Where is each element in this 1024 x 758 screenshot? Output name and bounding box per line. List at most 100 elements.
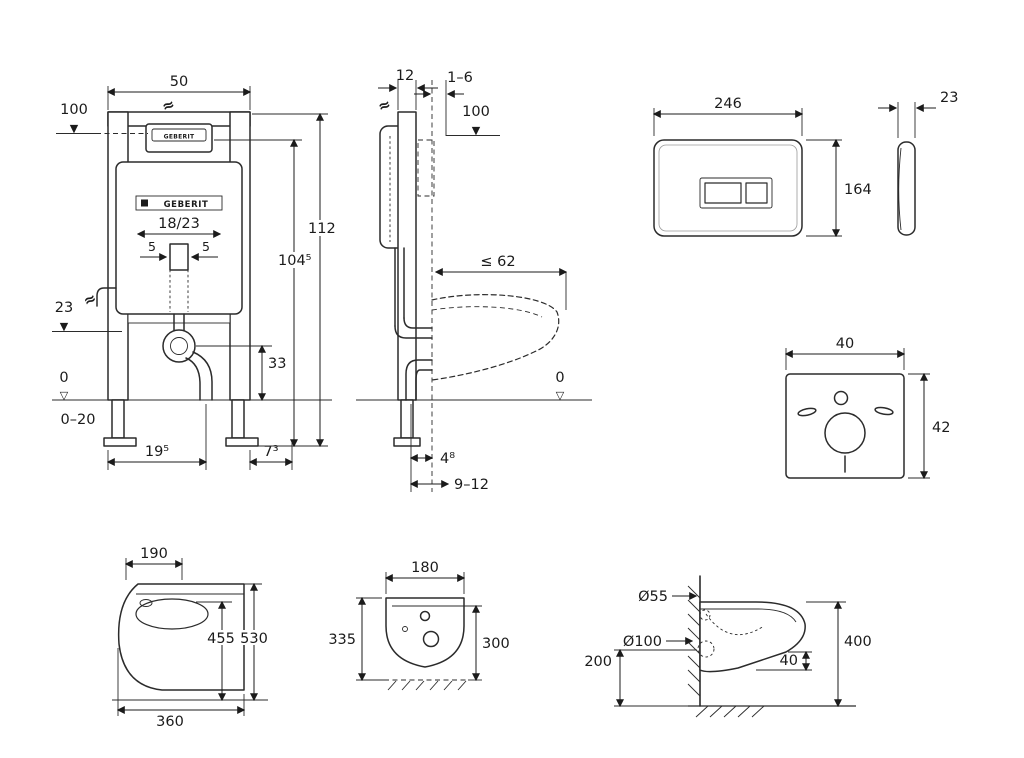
level-marker-open-icon: ▽ [556, 389, 565, 402]
mat-center-hole [824, 412, 866, 454]
frame-right-foot-plate [225, 437, 259, 447]
level-supply-100-side: 100 ▼ [446, 104, 500, 137]
flush-plate-side-body [897, 141, 916, 236]
inlet-connector [699, 609, 711, 621]
dim-mat-height-label: 42 [932, 420, 950, 436]
level-marker-filled-icon: ▼ [70, 122, 79, 135]
dim-wc-total-height-label: 530 [240, 631, 268, 647]
dim-mat-height-42: 42 [908, 372, 950, 480]
dim-wall-gap-label: 1–6 [447, 70, 473, 86]
dim-plate-height-164: 164 [806, 138, 872, 238]
wc-side-view: 190 455 530 360 [112, 546, 271, 730]
supply-elbow-pipe [96, 287, 117, 307]
dim-wc-rear-335: 335 [328, 596, 384, 682]
dim-wc-lid-label: 190 [140, 546, 168, 562]
dim-width-50: 50 [106, 74, 252, 110]
outlet-assembly [162, 313, 213, 401]
flex-hose-icon: ≈ [80, 289, 99, 311]
dim-foot-offsets: 19⁵ 7³ [106, 404, 294, 470]
flush-plate-side-curve [898, 147, 902, 231]
wc-wall-view: Ø55 Ø100 200 40 400 [584, 575, 872, 718]
wc-rear-inlet-hole [419, 610, 431, 622]
drain-pipe-outer [192, 351, 213, 401]
level-floor-0: 0 ▽ 0–20 [52, 370, 332, 428]
dim-offset-right-label: 5 [202, 239, 210, 254]
dim-plate-width-246: 246 [652, 96, 804, 136]
dim-outlet-dia-label: Ø100 [623, 634, 662, 650]
dim-wc-rear-300-label: 300 [482, 636, 510, 652]
actuator-window [169, 243, 189, 271]
dim-mat-width-label: 40 [836, 336, 854, 352]
dim-label-bg [205, 630, 238, 645]
wc-side-hinge [139, 599, 153, 607]
geberit-logo-square [141, 199, 148, 207]
dim-foot-left-label: 19⁵ [145, 444, 169, 460]
dim-outlet-height-label: 200 [584, 654, 612, 670]
bowl-profile-dashed [431, 294, 560, 381]
side-view: ≈ 12 1–6 100 ▼ ≤ 62 [356, 68, 592, 493]
outlet-connector [697, 640, 715, 658]
dim-rim-height-400: 400 [806, 600, 872, 708]
dim-wc-total-height-530: 530 [238, 582, 271, 702]
dim-foot-right-label: 7³ [263, 444, 278, 460]
mounting-plate-brand-text: GEBERIT [164, 134, 195, 141]
rail-profile [397, 111, 417, 401]
geberit-band [135, 195, 223, 211]
dim-wc-lid-190: 190 [124, 546, 184, 580]
dim-width-label: 50 [170, 74, 188, 90]
level-floor-label: 0 [555, 370, 564, 386]
dim-rim-height-label: 400 [844, 634, 872, 650]
dim-wc-rear-width-label: 180 [411, 560, 439, 576]
wc-rear-view: 180 335 300 [328, 560, 510, 691]
frame-left-foot [111, 399, 125, 439]
level-marker-filled-icon: ▼ [60, 320, 69, 333]
dim-inlet-dia-label: Ø55 [638, 589, 668, 605]
level-marker-filled-icon: ▼ [472, 124, 481, 137]
outlet-flange [162, 329, 196, 363]
side-foot-plate [393, 437, 421, 447]
dim-drain-range-label: 9–12 [454, 477, 489, 493]
dim-outlet-height-200: 200 [584, 648, 697, 708]
dim-outlet-dia: Ø100 [623, 634, 694, 650]
dim-depth-12: 12 [378, 68, 438, 110]
flush-plate-bevel [658, 144, 798, 232]
dim-wc-rear-width-180: 180 [384, 560, 466, 594]
sound-mat-body [785, 373, 905, 479]
wc-side-seat-ring [135, 598, 209, 630]
level-supply-label: 100 [60, 102, 88, 118]
dim-plate-width-label: 246 [714, 96, 742, 112]
mat-right-slot [874, 406, 894, 416]
flush-plate-view: 246 164 23 [652, 90, 958, 238]
front-view: GEBERIT GEBERIT 18/23 5 5 [52, 74, 339, 470]
level-marker-open-icon: ▽ [60, 389, 69, 402]
level-outlet-23: 23 ▼ [52, 300, 122, 333]
flush-button-small [745, 182, 768, 204]
flush-button-large [704, 182, 742, 204]
dim-adjust-label: 0–20 [61, 412, 96, 428]
dim-actuator-offsets: 5 5 [140, 239, 218, 271]
dim-wc-seat-height-455: 455 [196, 600, 238, 702]
mat-top-hole [833, 390, 849, 406]
level-floor-label: 0 [59, 370, 68, 386]
dim-bowl-depth: ≤ 62 [434, 254, 568, 310]
ground-hatch [384, 679, 468, 691]
level-outlet-label: 23 [55, 300, 73, 316]
flush-plate-front [653, 139, 803, 237]
dim-wc-seat-height-label: 455 [207, 631, 235, 647]
dim-mat-width-40: 40 [784, 336, 906, 370]
wc-rear-body [385, 597, 465, 668]
wc-wall-seat-line [700, 608, 797, 623]
drain-pipe-inner [185, 357, 201, 401]
flush-plate-body [653, 139, 803, 237]
dim-flush-volume: 18/23 [136, 216, 222, 238]
dim-drain-off-label: 4⁸ [440, 451, 455, 467]
mounting-plate-label [151, 128, 207, 142]
frame-left-foot-plate [103, 437, 137, 447]
dim-plate-height-label: 164 [844, 182, 872, 198]
dim-outlet-height-label: 33 [268, 356, 286, 372]
cistern: GEBERIT [115, 161, 243, 315]
dim-total-height-label: 112 [308, 221, 336, 237]
level-supply-100: 100 ▼ [56, 102, 148, 135]
dim-wc-depth-360: 360 [116, 648, 246, 730]
